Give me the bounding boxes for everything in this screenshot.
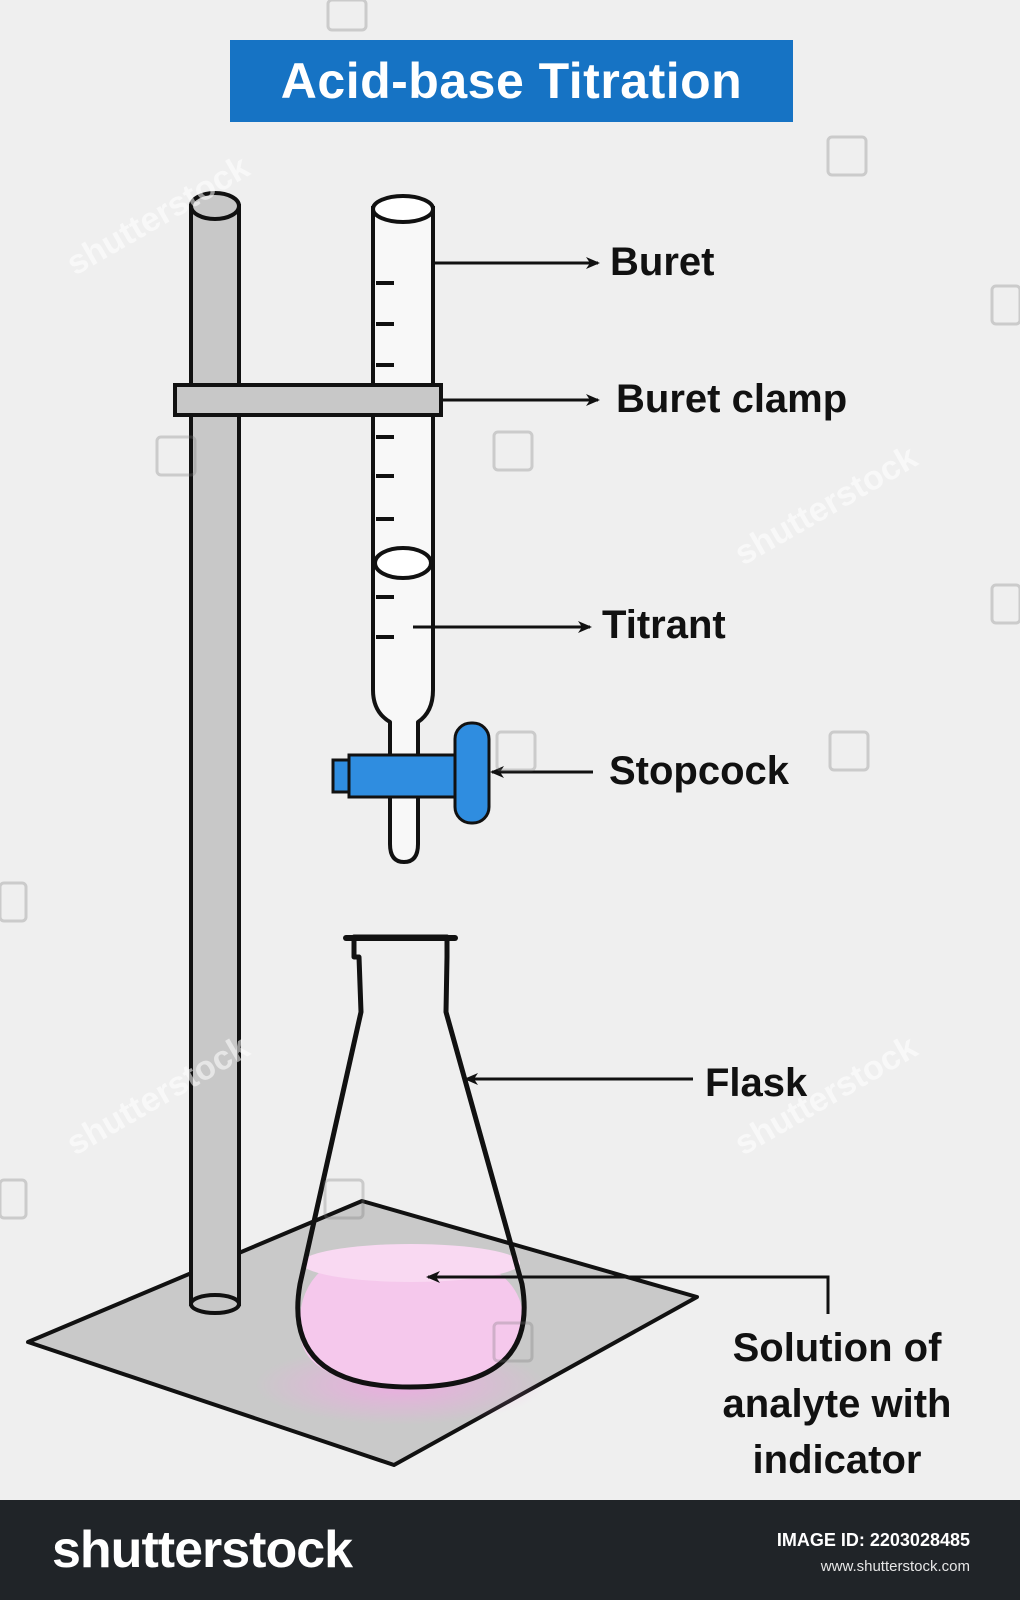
label-arrows [413,257,830,1314]
label-solution-line3: indicator [752,1438,922,1482]
brand-logo: shutterstock [52,1521,353,1579]
label-solution: Solution of analyte with indicator [687,1320,987,1488]
label-stopcock: Stopcock [609,749,790,793]
titrant-meniscus [373,546,433,580]
title-banner: Acid-base Titration [230,40,793,122]
label-buret: Buret [610,240,715,284]
site-url: www.shutterstock.com [820,1558,970,1575]
buret-clamp [173,383,443,417]
watermark-icons [0,0,1020,1363]
label-solution-line2: analyte with [722,1382,952,1426]
solution-arrow [426,1271,830,1314]
label-solution-line1: Solution of [732,1326,942,1370]
image-id: IMAGE ID: 2203028485 [776,1530,970,1550]
label-titrant: Titrant [602,603,726,647]
diagram-title: Acid-base Titration [280,53,743,109]
diagram-canvas: Acid-base Titration [0,0,1020,1488]
buret-graduations [376,281,394,639]
footer-bar: shutterstock IMAGE ID: 2203028485 www.sh… [0,1500,1020,1600]
support-rod [189,191,241,1315]
label-flask: Flask [705,1061,808,1105]
apparatus-illustration [0,0,1020,1467]
label-buret-clamp: Buret clamp [616,377,848,421]
erlenmeyer-flask [295,934,527,1390]
stopcock [331,721,491,825]
buret [371,194,435,864]
